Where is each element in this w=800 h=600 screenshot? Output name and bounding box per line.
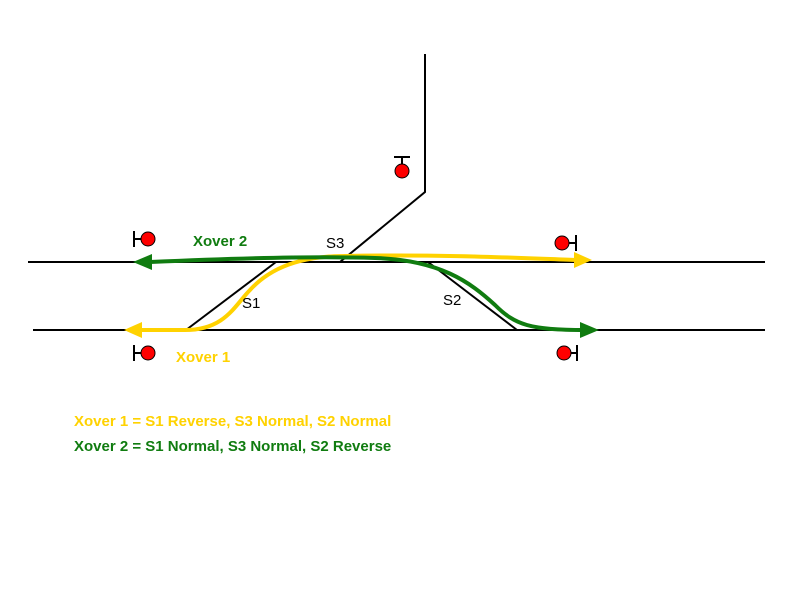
signal-icon — [140, 345, 156, 361]
xover2-label: Xover 2 — [193, 233, 247, 250]
xover2-route — [133, 254, 599, 338]
signal-icon — [556, 345, 572, 361]
xover2-arrow-icon — [580, 322, 599, 338]
legend-xover2: Xover 2 = S1 Normal, S3 Normal, S2 Rever… — [74, 438, 392, 455]
switch-label-s2: S2 — [443, 292, 461, 309]
signal-lower-right — [556, 345, 578, 361]
xover1-arrow-icon — [124, 322, 142, 338]
signal-lower-left — [133, 345, 156, 361]
switch-s1-track — [185, 261, 277, 331]
signal-icon — [554, 235, 570, 251]
switch-label-s1: S1 — [242, 295, 260, 312]
xover1-arrow-icon — [574, 252, 592, 268]
signal-icon — [394, 163, 410, 179]
signal-icon — [140, 231, 156, 247]
signal-upper-right — [554, 235, 577, 251]
tracks — [28, 54, 765, 331]
xover2-route-line — [148, 255, 587, 332]
switch-s2-track — [427, 261, 518, 331]
signal-upper-left — [133, 231, 156, 247]
signal-branch — [394, 156, 410, 179]
switch-label-s3: S3 — [326, 235, 344, 252]
xover1-label: Xover 1 — [176, 349, 230, 366]
xover2-arrow-icon — [133, 254, 152, 270]
branch-track — [339, 54, 426, 263]
legend-xover1: Xover 1 = S1 Reverse, S3 Normal, S2 Norm… — [74, 413, 392, 430]
